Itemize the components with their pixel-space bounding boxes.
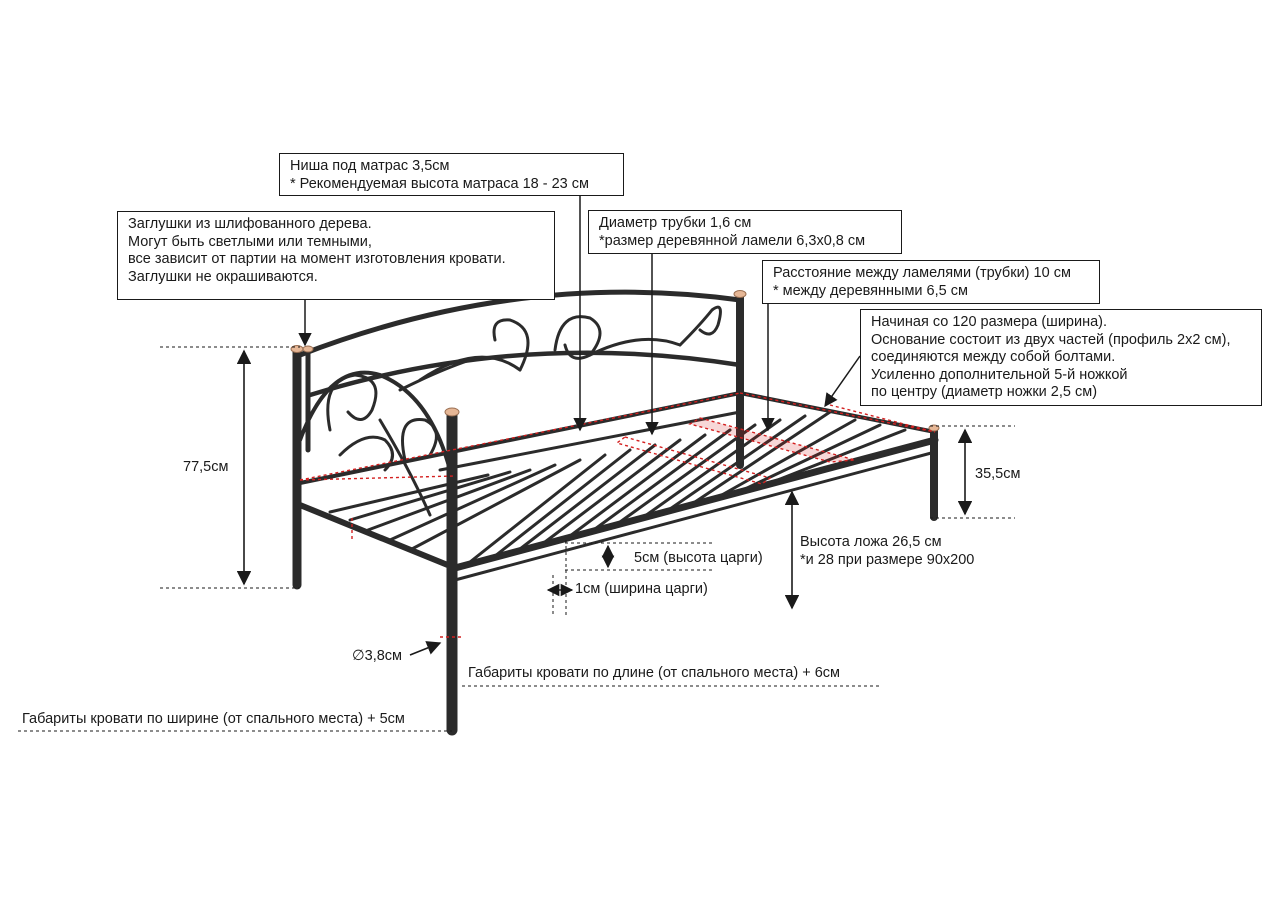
leg-diameter-arrow [409, 641, 442, 656]
mattress-niche-line-1: Ниша под матрас 3,5см [290, 158, 450, 174]
slat-spacing-callout: Расстояние между ламелями (трубки) 10 см… [762, 260, 1100, 304]
base-parts-callout: Начиная со 120 размера (ширина). Основан… [860, 309, 1262, 406]
head-side-scroll-2 [401, 418, 438, 462]
bed-height-line-2: *и 28 при размере 90х200 [800, 551, 975, 568]
slat-spacing-line-2: * между деревянными 6,5 см [773, 282, 968, 299]
base-parts-line-2: Основание состоит из двух частей (профил… [871, 331, 1231, 348]
slat-spacing-line-1: Расстояние между ламелями (трубки) 10 см [773, 265, 1071, 281]
base-parts-line-5: по центру (диаметр ножки 2,5 см) [871, 384, 1098, 400]
base-parts-line-4: Усиленно дополнительной 5-й ножкой [871, 366, 1128, 383]
head-side-scroll-1 [326, 373, 378, 432]
slats [328, 410, 907, 564]
frame-width-label: 1см (ширина царги) [575, 581, 708, 597]
length-overall-label: Габариты кровати по длине (от спального … [468, 665, 841, 681]
tube-diameter-callout: Диаметр трубки 1,6 см *размер деревянной… [588, 210, 902, 254]
width-overall-label: Габариты кровати по ширине (от спального… [22, 711, 405, 727]
wood-caps-line-2: Могут быть светлыми или темными, [128, 233, 372, 250]
tube-diameter-line-2: *размер деревянной ламели 6,3х0,8 см [599, 232, 866, 249]
wood-caps-callout: Заглушки из шлифованного дерева. Могут б… [117, 211, 555, 300]
mattress-niche-callout: Ниша под матрас 3,5см * Рекомендуемая вы… [279, 153, 624, 196]
base-parts-line-1: Начиная со 120 размера (ширина). [871, 314, 1108, 330]
bed-frame [292, 289, 939, 736]
front-long-rail-lower [453, 450, 937, 582]
front-side-rail [297, 502, 458, 571]
mattress-niche-line-2: * Рекомендуемая высота матраса 18 - 23 с… [290, 175, 589, 192]
side-height-label: 35,5см [975, 466, 1021, 482]
red-highlights [299, 392, 936, 638]
front-long-rail [451, 436, 939, 572]
head-side-sweep [378, 418, 432, 517]
wood-caps-line-3: все зависит от партии на момент изготовл… [128, 251, 506, 267]
wood-cap [444, 407, 460, 417]
leg-diameter-label: ∅3,8см [352, 648, 403, 664]
frame-height-label: 5см (высота царги) [634, 550, 763, 566]
base-parts-pointer [824, 355, 861, 408]
annotation-lines [18, 196, 1015, 732]
bed-height-line-1: Высота ложа 26,5 см [800, 534, 942, 550]
wood-cap [733, 290, 747, 298]
wood-cap [302, 345, 314, 353]
tube-diameter-line-1: Диаметр трубки 1,6 см [599, 215, 752, 231]
foot-end-rail [738, 391, 937, 434]
wood-caps-line-4: Заглушки не окрашиваются. [128, 268, 318, 285]
center-support-bar [438, 410, 742, 472]
base-parts-line-3: соединяются между собой болтами. [871, 349, 1116, 365]
back-scroll-ornaments [398, 305, 722, 392]
head-side-scroll-3 [338, 435, 394, 472]
wood-caps [290, 290, 940, 432]
bed-height-label: Высота ложа 26,5 см *и 28 при размере 90… [800, 534, 974, 569]
back-height-label: 77,5см [183, 459, 229, 475]
wood-caps-line-1: Заглушки из шлифованного дерева. [128, 216, 372, 232]
